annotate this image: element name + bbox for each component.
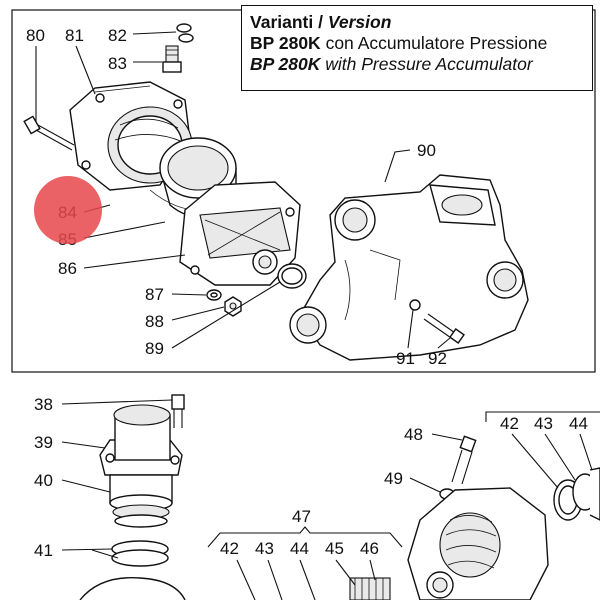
label-83: 83 bbox=[108, 54, 127, 73]
label-92: 92 bbox=[428, 349, 447, 368]
part-90-manifold bbox=[289, 174, 529, 361]
label-43-bottom: 43 bbox=[255, 539, 274, 558]
part-45-46-spring bbox=[349, 577, 391, 601]
variant-row-it: BP 280K con Accumulatore Pressione bbox=[250, 33, 592, 54]
label-47: 47 bbox=[292, 507, 311, 526]
part-84-85-cylinder bbox=[149, 137, 237, 219]
part-valve-body bbox=[407, 487, 549, 601]
label-42-bottom: 42 bbox=[220, 539, 239, 558]
variant-heading: Varianti / Version bbox=[250, 12, 592, 33]
label-45: 45 bbox=[325, 539, 344, 558]
highlight-marker-84[interactable] bbox=[34, 176, 102, 244]
label-43-right: 43 bbox=[534, 414, 553, 433]
part-89-oring-inner bbox=[281, 267, 303, 285]
label-39: 39 bbox=[34, 433, 53, 452]
part-48-bolt bbox=[451, 435, 477, 485]
label-80: 80 bbox=[26, 26, 45, 45]
part-42-44-rings-right bbox=[553, 467, 600, 521]
variant-code-en: BP 280K bbox=[250, 54, 321, 74]
variant-info-box: Varianti / Version BP 280K con Accumulat… bbox=[241, 5, 593, 91]
label-49: 49 bbox=[384, 469, 403, 488]
label-87: 87 bbox=[145, 285, 164, 304]
variant-text-en: with Pressure Accumulator bbox=[325, 54, 533, 74]
part-41-oring-b bbox=[111, 549, 169, 567]
part-80-bolt bbox=[23, 115, 75, 151]
part-92-bolt bbox=[423, 313, 465, 344]
label-40: 40 bbox=[34, 471, 53, 490]
variant-text-it: con Accumulatore Pressione bbox=[325, 33, 548, 53]
part-40-body bbox=[109, 474, 173, 528]
variant-row-en: BP 280K with Pressure Accumulator bbox=[250, 54, 592, 75]
label-81: 81 bbox=[65, 26, 84, 45]
label-41: 41 bbox=[34, 541, 53, 560]
label-48: 48 bbox=[404, 425, 423, 444]
label-44-right: 44 bbox=[569, 414, 588, 433]
label-44-bottom: 44 bbox=[290, 539, 309, 558]
variant-code-it: BP 280K bbox=[250, 33, 321, 53]
label-88: 88 bbox=[145, 312, 164, 331]
label-46: 46 bbox=[360, 539, 379, 558]
variant-heading-en: Version bbox=[327, 12, 392, 32]
part-82-83-fitting bbox=[162, 23, 194, 73]
part-86-head bbox=[179, 181, 301, 286]
label-90: 90 bbox=[417, 141, 436, 160]
label-42-right: 42 bbox=[500, 414, 519, 433]
label-86: 86 bbox=[58, 259, 77, 278]
variant-heading-sep: / bbox=[318, 12, 323, 32]
part-38-screw bbox=[171, 394, 185, 428]
lower-leader-lines bbox=[61, 399, 600, 601]
label-89: 89 bbox=[145, 339, 164, 358]
label-91: 91 bbox=[396, 349, 415, 368]
label-38: 38 bbox=[34, 395, 53, 414]
part-39-flange bbox=[99, 404, 183, 476]
variant-heading-it: Varianti bbox=[250, 12, 314, 32]
part-87-washer-hole bbox=[210, 292, 218, 298]
part-88-nut bbox=[224, 296, 242, 317]
label-82: 82 bbox=[108, 26, 127, 45]
lower-left-part-cut bbox=[79, 576, 186, 601]
